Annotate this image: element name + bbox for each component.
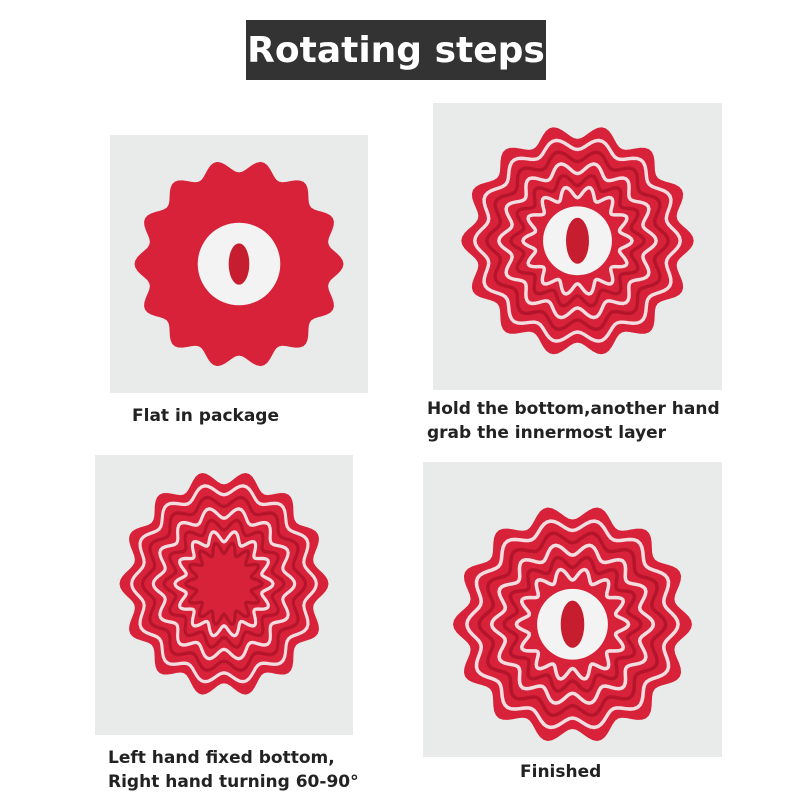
spinner-ring <box>162 518 286 649</box>
step-2-caption: Hold the bottom,another hand grab the in… <box>427 397 720 445</box>
step-4-photo <box>423 462 722 757</box>
step-4-caption: Finished <box>520 760 601 784</box>
spinner-ring <box>502 555 643 693</box>
spinner-ring <box>509 173 646 308</box>
caption-line: Right hand turning 60-90° <box>108 772 359 792</box>
turning-spinner-image <box>119 473 329 695</box>
step-2-photo <box>433 103 722 390</box>
spinner-ring <box>497 162 658 320</box>
spinner-ring <box>151 507 297 661</box>
caption-line: Flat in package <box>132 406 279 426</box>
cardinal-bird-image <box>228 243 250 285</box>
spinner-ring <box>485 150 670 332</box>
spinner-ring <box>514 567 631 681</box>
spinner-ring <box>472 138 683 343</box>
step-1-caption: Flat in package <box>132 404 279 428</box>
spinner-ring <box>130 484 318 684</box>
caption-line: Finished <box>520 762 602 782</box>
finished-spinner-image <box>453 507 692 741</box>
spinner-ring <box>521 185 634 296</box>
spinner-ring <box>477 531 668 718</box>
page-title: Rotating steps <box>246 20 546 80</box>
spinner-ring <box>465 519 680 730</box>
spinner-ring <box>184 541 264 627</box>
cardinal-bird-image <box>566 217 589 264</box>
step-3-photo <box>95 455 353 735</box>
spinner-ring <box>173 530 275 638</box>
step-3-caption: Left hand fixed bottom, Right hand turni… <box>108 746 359 794</box>
step-1-photo <box>110 135 368 393</box>
spinner-ring <box>140 495 308 672</box>
cardinal-bird-image <box>560 600 585 648</box>
spinner-outline <box>119 473 329 695</box>
caption-line: Left hand fixed bottom, <box>108 748 335 768</box>
caption-line: grab the innermost layer <box>427 423 667 443</box>
flat-spinner-image <box>134 161 344 367</box>
caption-line: Hold the bottom,another hand <box>427 399 720 419</box>
partially-rotated-spinner-image <box>461 127 694 355</box>
spinner-ring <box>489 543 656 706</box>
